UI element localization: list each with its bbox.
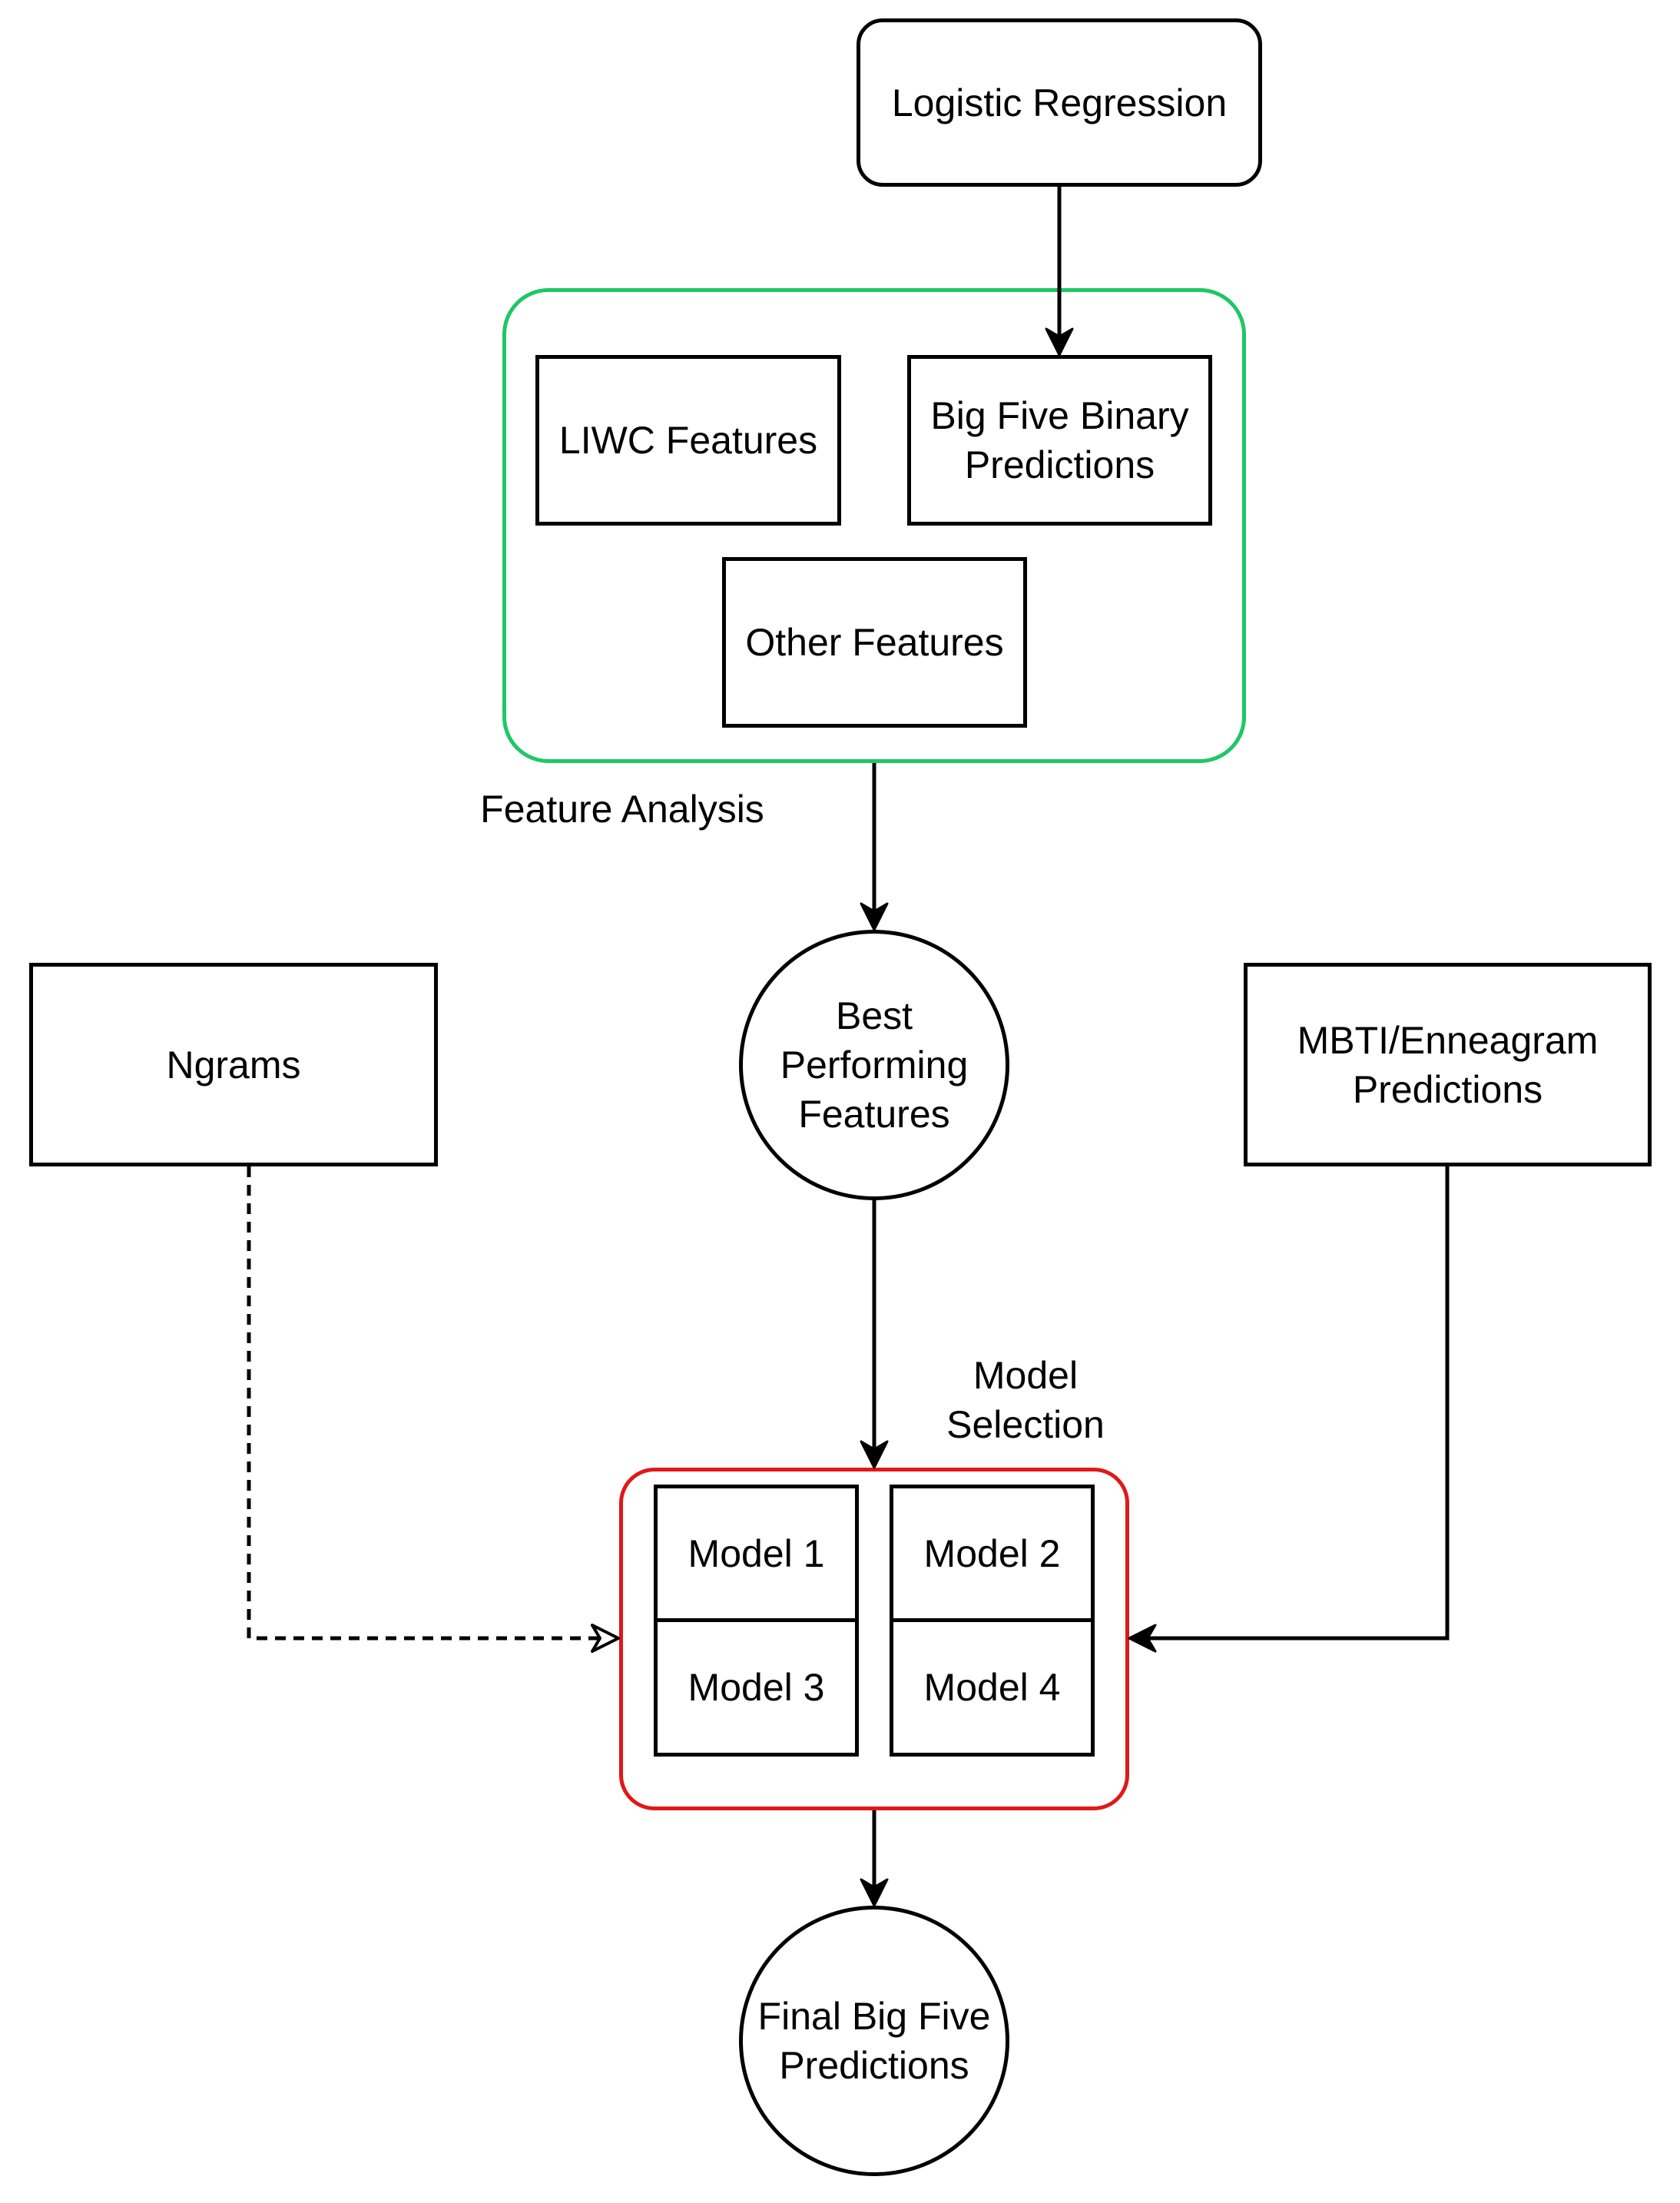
other-features-label: Other Features bbox=[745, 621, 1004, 664]
arrowhead-bigfive bbox=[1045, 327, 1074, 357]
final-big-five-predictions-node: Final Big Five Predictions bbox=[739, 1906, 1009, 2176]
feature-analysis-label: Feature Analysis bbox=[480, 788, 764, 831]
arrowhead-best bbox=[860, 902, 889, 931]
model-3-node: Model 3 bbox=[654, 1618, 859, 1757]
logistic-regression-node: Logistic Regression bbox=[857, 18, 1262, 187]
big-five-binary-label: Big Five Binary Predictions bbox=[930, 394, 1189, 486]
logistic-regression-label: Logistic Regression bbox=[891, 81, 1228, 124]
model-3-label: Model 3 bbox=[688, 1666, 825, 1709]
other-features-node: Other Features bbox=[722, 557, 1027, 728]
best-performing-features-label: Best Performing Features bbox=[780, 994, 969, 1136]
model-4-node: Model 4 bbox=[890, 1618, 1095, 1757]
model-1-node: Model 1 bbox=[654, 1485, 859, 1622]
final-big-five-predictions-label: Final Big Five Predictions bbox=[757, 1995, 991, 2087]
liwc-features-label: LIWC Features bbox=[558, 419, 818, 462]
mbti-enneagram-label: MBTI/Enneagram Predictions bbox=[1297, 1018, 1599, 1111]
ngrams-node: Ngrams bbox=[29, 963, 438, 1166]
edge-ngrams-to-models bbox=[247, 1166, 607, 1641]
best-performing-features-node: Best Performing Features bbox=[739, 930, 1009, 1200]
ngrams-label: Ngrams bbox=[166, 1043, 301, 1087]
mbti-enneagram-node: MBTI/Enneagram Predictions bbox=[1244, 963, 1652, 1166]
big-five-binary-node: Big Five Binary Predictions bbox=[907, 355, 1212, 526]
arrowhead-final bbox=[860, 1878, 889, 1907]
model-selection-label: Model Selection bbox=[946, 1354, 1105, 1446]
arrowhead-models-top bbox=[860, 1440, 889, 1469]
model-2-node: Model 2 bbox=[890, 1485, 1095, 1622]
model-2-label: Model 2 bbox=[923, 1531, 1061, 1575]
arrowhead-models-left-open bbox=[591, 1624, 620, 1653]
edge-mbti-to-models bbox=[1145, 1166, 1450, 1641]
arrowhead-models-right bbox=[1128, 1624, 1157, 1653]
model-4-label: Model 4 bbox=[923, 1666, 1061, 1709]
liwc-features-node: LIWC Features bbox=[535, 355, 841, 526]
model-1-label: Model 1 bbox=[688, 1531, 825, 1575]
